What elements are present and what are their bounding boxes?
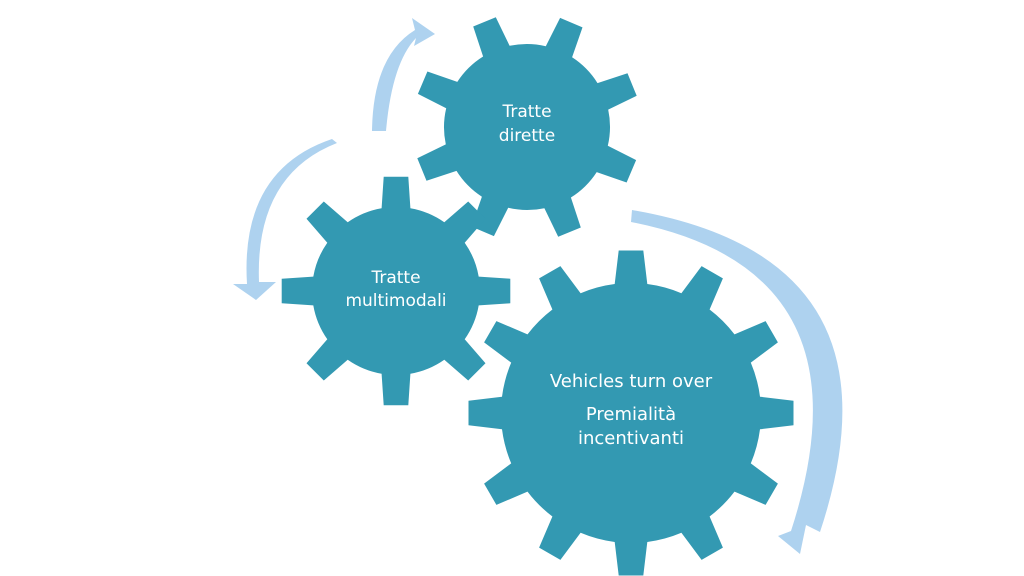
gear-top-label-line1: Tratte [501,102,551,122]
gear-big-label-line1: Vehicles turn over [550,371,713,392]
gear-left-label-line2: multimodali [345,291,446,311]
arrow-left-cycle-icon [233,139,337,300]
gear-vehicles-premialita [468,250,794,576]
arrow-top-cycle-icon [372,18,435,131]
gear-big-label-line2: Premialità [586,404,676,425]
gear-big-label-line3: incentivanti [578,428,684,449]
gear-tratte-dirette [417,17,637,237]
gear-top-label-line2: dirette [499,126,555,146]
gear-tratte-multimodali [281,176,511,406]
gear-left-label-line1: Tratte [370,268,420,288]
arrow-right-cycle-icon [631,210,843,554]
